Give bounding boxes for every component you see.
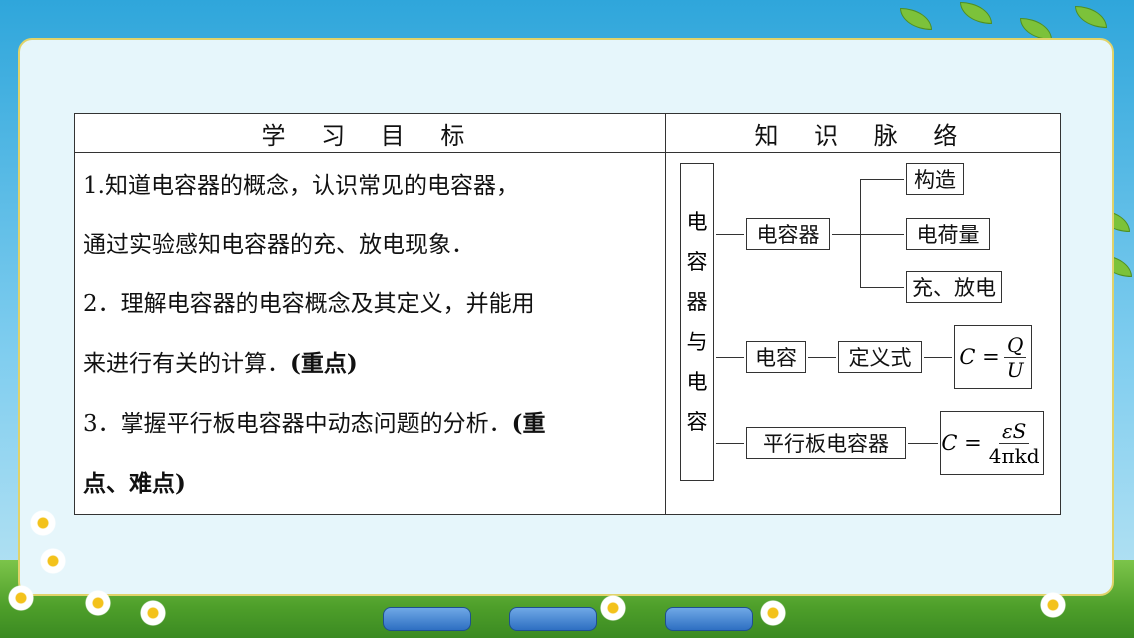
daisy-decoration (760, 600, 786, 626)
goal-line: 通过实验感知电容器的充、放电现象． (83, 232, 474, 258)
root-char: 电 (686, 370, 708, 394)
root-char: 容 (686, 410, 708, 434)
root-char: 器 (686, 290, 708, 314)
root-concept-box: 电 容 器 与 电 容 (680, 163, 714, 481)
daisy-decoration (1040, 592, 1066, 618)
charge-discharge-box: 充、放电 (906, 271, 1002, 303)
connector-line (716, 443, 744, 444)
capacitance-box: 电容 (746, 341, 806, 373)
daisy-decoration (30, 510, 56, 536)
daisy-decoration (85, 590, 111, 616)
numerator: εS (998, 419, 1030, 444)
goal-line: 点、难点) (83, 454, 659, 514)
denominator: 4πkd (988, 443, 1040, 468)
objectives-table: 学 习 目 标 知 识 脉 络 1.知道电容器的概念，认识常见的电容器， 通过实… (74, 113, 1061, 515)
root-char: 与 (686, 330, 708, 354)
connector-line (908, 443, 938, 444)
formula-lhs: C = (959, 345, 1000, 369)
denominator: U (1006, 357, 1024, 382)
emphasis-label: 点、难点) (83, 470, 186, 497)
root-char: 电 (686, 210, 708, 234)
fraction: εS 4πkd (986, 419, 1043, 468)
definition-box: 定义式 (838, 341, 922, 373)
nav-next-button[interactable] (665, 607, 753, 631)
formula-lhs: C = (941, 431, 982, 455)
charge-box: 电荷量 (906, 218, 990, 250)
connector-line (860, 179, 904, 180)
connector-line (924, 357, 952, 358)
numerator: Q (1003, 333, 1027, 358)
connector-line (716, 234, 744, 235)
root-char: 容 (686, 250, 708, 274)
goal-line: 1.知道电容器的概念，认识常见的电容器， (83, 173, 519, 199)
daisy-decoration (40, 548, 66, 574)
header-knowledge-map: 知 识 脉 络 (665, 113, 1061, 153)
connector-line (832, 234, 860, 235)
knowledge-map-cell: 电 容 器 与 电 容 电容器 构造 电荷量 充、放电 电容 定义式 (665, 152, 1061, 515)
goals-cell: 1.知道电容器的概念，认识常见的电容器， 通过实验感知电容器的充、放电现象． 2… (74, 152, 666, 515)
emphasis-label: (重点) (290, 350, 358, 377)
connector-line (860, 179, 861, 287)
header-learning-goals: 学 习 目 标 (74, 113, 666, 153)
connector-line (808, 357, 836, 358)
daisy-decoration (140, 600, 166, 626)
connector-line (860, 287, 904, 288)
parallel-plate-box: 平行板电容器 (746, 427, 906, 459)
nav-prev-button[interactable] (383, 607, 471, 631)
parallel-plate-formula: C = εS 4πkd (940, 411, 1044, 475)
capacitor-box: 电容器 (746, 218, 830, 250)
fraction: Q U (1003, 333, 1027, 382)
daisy-decoration (8, 585, 34, 611)
goal-line: 2．理解电容器的电容概念及其定义，并能用 (83, 291, 535, 317)
daisy-decoration (600, 595, 626, 621)
emphasis-label: (重 (511, 410, 546, 437)
goal-line: 3．掌握平行板电容器中动态问题的分析．(重 (83, 410, 546, 437)
nav-home-button[interactable] (509, 607, 597, 631)
connector-line (860, 234, 904, 235)
capacitance-formula: C = Q U (954, 325, 1032, 389)
connector-line (716, 357, 744, 358)
structure-box: 构造 (906, 163, 964, 195)
goal-line: 来进行有关的计算．(重点) (83, 350, 358, 377)
